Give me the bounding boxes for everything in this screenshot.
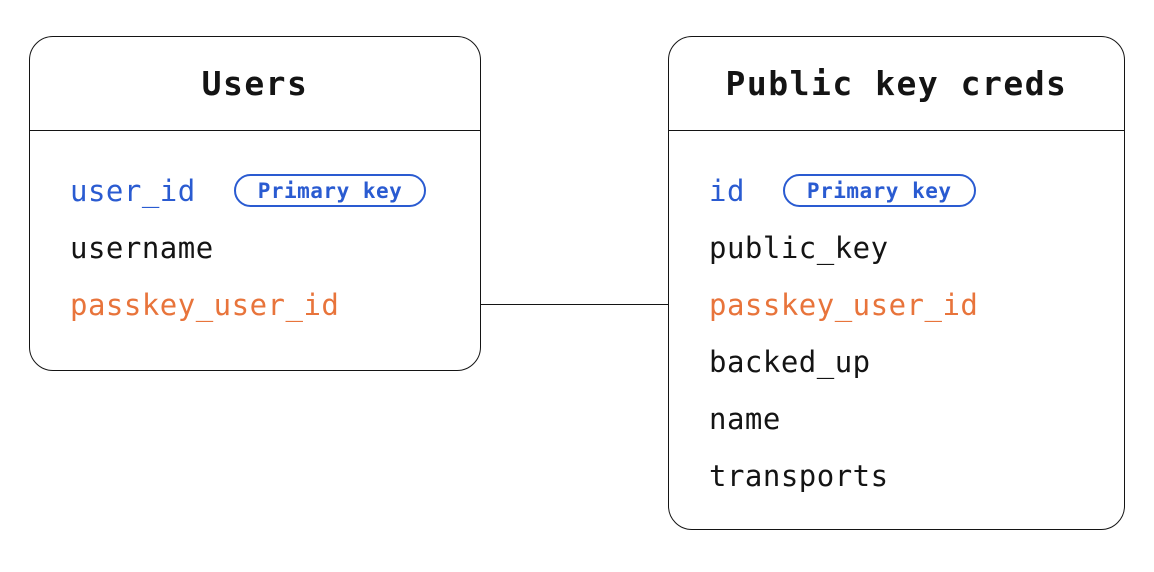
field-name: passkey_user_id: [70, 287, 340, 322]
field-name: username: [70, 230, 214, 265]
table-node-users: Users user_id Primary key username passk…: [29, 36, 481, 371]
primary-key-badge: Primary key: [782, 174, 976, 207]
field-row: id Primary key: [709, 162, 1104, 219]
field-name: transports: [709, 458, 889, 493]
table-body: id Primary key public_key passkey_user_i…: [669, 131, 1124, 504]
table-header: Users: [30, 37, 480, 131]
table-header: Public key creds: [669, 37, 1124, 131]
field-name: backed_up: [709, 344, 871, 379]
field-row: passkey_user_id: [709, 276, 1104, 333]
table-node-public-key-creds: Public key creds id Primary key public_k…: [668, 36, 1125, 530]
field-name: public_key: [709, 230, 889, 265]
field-name: user_id: [70, 173, 196, 208]
primary-key-badge: Primary key: [233, 174, 427, 207]
field-row: transports: [709, 447, 1104, 504]
field-row: public_key: [709, 219, 1104, 276]
field-row: passkey_user_id: [70, 276, 460, 333]
field-row: backed_up: [709, 333, 1104, 390]
field-row: name: [709, 390, 1104, 447]
field-row: user_id Primary key: [70, 162, 460, 219]
table-title: Public key creds: [725, 64, 1068, 103]
table-title: Users: [201, 64, 309, 103]
relationship-line: [481, 304, 668, 305]
table-body: user_id Primary key username passkey_use…: [30, 131, 480, 333]
field-name: id: [709, 173, 745, 208]
field-name: name: [709, 401, 781, 436]
field-name: passkey_user_id: [709, 287, 979, 322]
field-row: username: [70, 219, 460, 276]
